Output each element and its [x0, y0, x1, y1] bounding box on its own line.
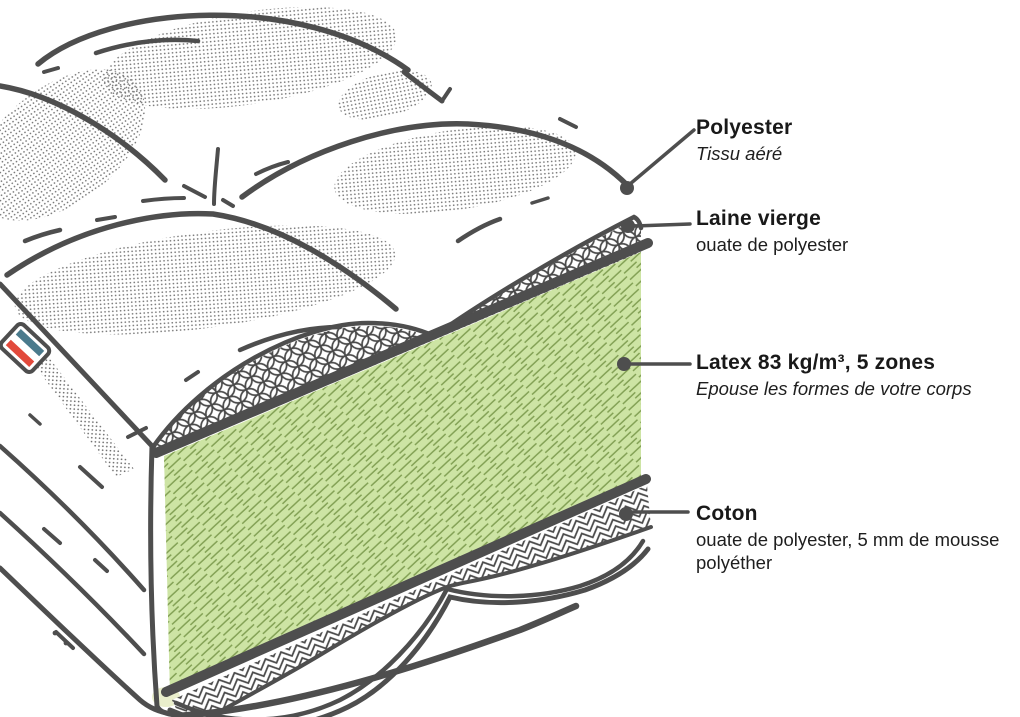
quilted-top — [0, 12, 644, 450]
layer-bands — [151, 238, 653, 697]
label-latex-subtitle: Epouse les formes de votre corps — [696, 378, 972, 400]
side-face — [0, 281, 179, 717]
side-face-dot-strip — [28, 351, 134, 477]
label-polyester-subtitle: Tissu aéré — [696, 143, 783, 165]
label-laine-vierge-title: Laine vierge — [696, 207, 821, 230]
label-coton: Coton ouate de polyester, 5 mm de mousse… — [696, 502, 1020, 575]
side-face-stitch-dot — [63, 640, 69, 646]
side-face-stitch-dot — [52, 630, 58, 636]
label-latex: Latex 83 kg/m³, 5 zones Epouse les forme… — [696, 351, 1020, 401]
cotton-layer — [172, 485, 653, 717]
label-laine-vierge: Laine vierge ouate de polyester — [696, 207, 1020, 257]
wool-layer — [153, 219, 641, 455]
label-laine-vierge-subtitle: ouate de polyester — [696, 234, 849, 256]
label-polyester-title: Polyester — [696, 116, 793, 139]
french-flag-icon — [0, 322, 52, 374]
bottom-scallops — [167, 538, 651, 717]
label-coton-subtitle: ouate de polyester, 5 mm de mousse polyé… — [696, 529, 1000, 574]
label-latex-title: Latex 83 kg/m³, 5 zones — [696, 351, 936, 374]
label-polyester: Polyester Tissu aéré — [696, 116, 1020, 166]
leader-lines — [617, 128, 696, 521]
label-coton-title: Coton — [696, 502, 758, 525]
latex-layer — [164, 252, 641, 695]
